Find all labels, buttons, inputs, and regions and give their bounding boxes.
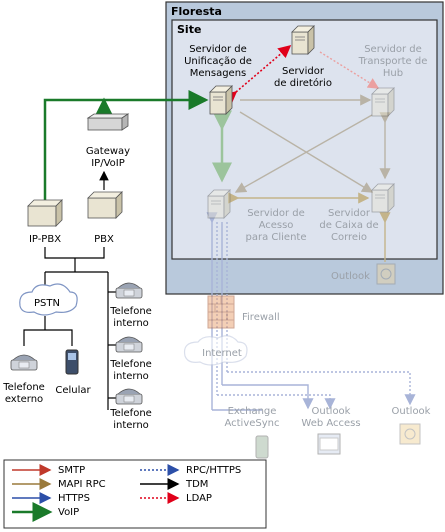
pstn-cloud-icon xyxy=(19,283,78,316)
legend-label-rpc-https: RPC/HTTPS xyxy=(186,465,241,476)
link-ippbx-um-voip xyxy=(43,90,209,200)
link-hub-cas xyxy=(234,114,373,193)
directory-server-icon xyxy=(291,25,315,55)
legend-label-mapi-rpc: MAPI RPC xyxy=(58,479,106,490)
internet-label: Internet xyxy=(202,348,242,359)
pstn-label: PSTN xyxy=(34,298,60,309)
outlook-outer-icon xyxy=(399,423,421,445)
cas-server-icon xyxy=(207,189,231,219)
forest-label: Floresta xyxy=(171,5,222,18)
cellular-label: Celular xyxy=(55,385,91,396)
link-dir-hub-ldap xyxy=(319,51,380,89)
external-phone-icon xyxy=(10,354,38,371)
legend-label-voip: VoIP xyxy=(58,507,79,518)
hub-server-icon xyxy=(371,87,395,117)
ip-pbx-label: IP-PBX xyxy=(29,234,61,245)
legend-label-https: HTTPS xyxy=(58,493,90,504)
legend-items: SMTP MAPI RPC HTTPS VoIP RPC/HTTPS TDM LDAP xyxy=(12,464,241,522)
internet-cloud-icon xyxy=(183,335,248,366)
pbx-icon xyxy=(87,191,123,219)
gateway-icon xyxy=(87,113,129,131)
internal-phone-3-icon xyxy=(115,388,143,405)
legend-label-tdm: TDM xyxy=(185,479,208,490)
pbx-label: PBX xyxy=(94,234,114,245)
owa-icon xyxy=(317,433,341,455)
outlook-inner-label: Outlook xyxy=(331,271,370,282)
ip-pbx-icon xyxy=(27,199,63,227)
outlook-inner-icon xyxy=(376,263,396,285)
um-server-icon xyxy=(209,85,233,115)
internal-phone-2-icon xyxy=(115,336,143,353)
mailbox-server-icon xyxy=(371,183,395,213)
internal-phone-1-icon xyxy=(115,282,143,299)
cellular-icon xyxy=(65,349,79,375)
firewall-label: Firewall xyxy=(242,312,280,323)
outlook-outer-label: Outlook xyxy=(392,406,431,417)
legend-label-smtp: SMTP xyxy=(58,465,85,476)
site-label: Site xyxy=(177,23,201,36)
legend-label-ldap: LDAP xyxy=(186,493,212,504)
firewall-icon xyxy=(207,295,235,329)
activesync-device-icon xyxy=(255,435,269,459)
